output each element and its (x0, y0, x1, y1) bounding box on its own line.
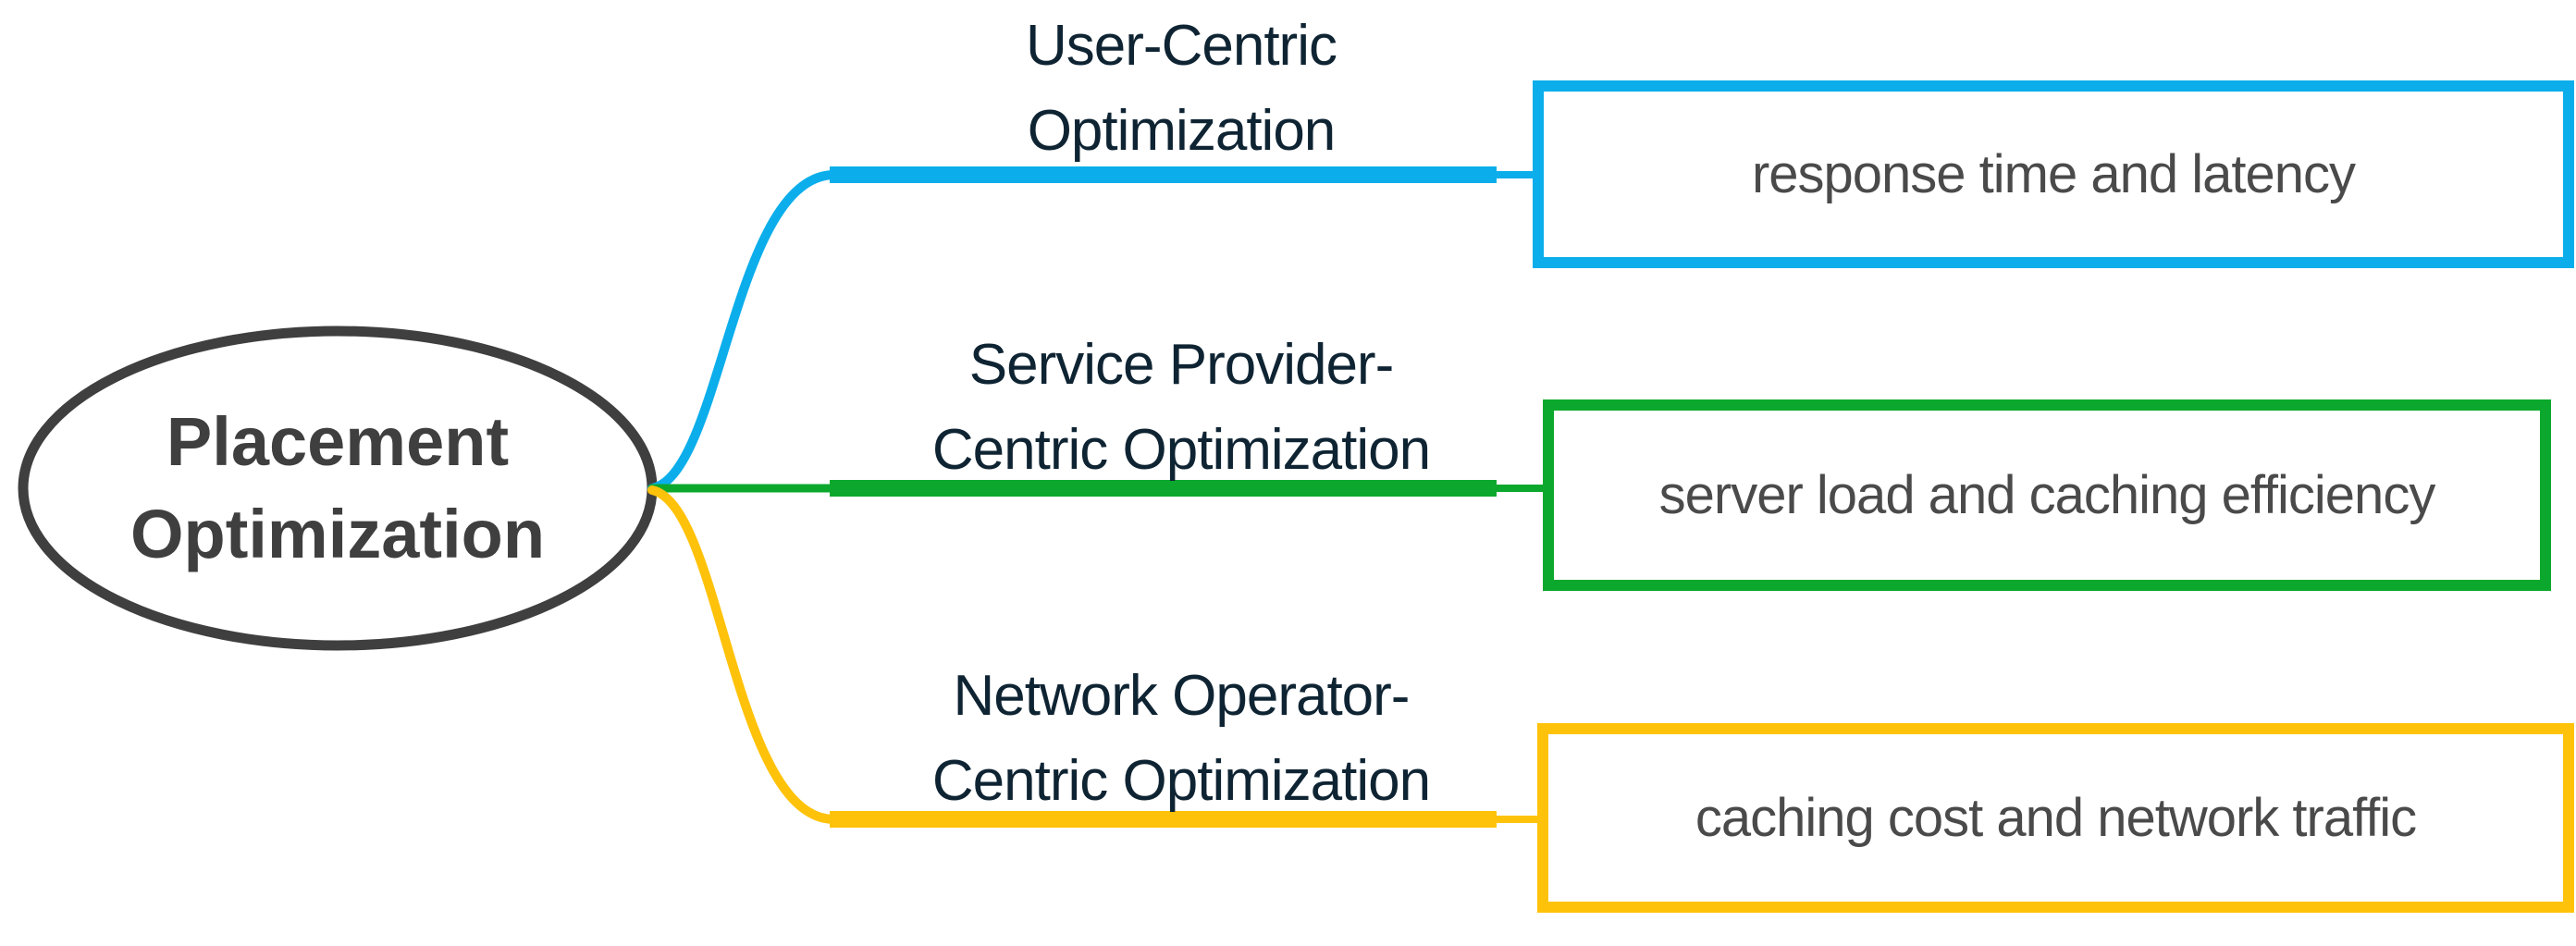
branch-label-network-operator-centric: Network Operator- Centric Optimization (931, 664, 1431, 813)
branch-curve-network-operator (647, 485, 837, 824)
leaf-box-server-load-and-caching-efficiency: server load and caching efficiency (1543, 399, 2551, 591)
leaf-label-server-load-and-caching-efficiency: server load and caching efficiency (1658, 465, 2436, 525)
leaf-label-caching-cost-and-network-traffic: caching cost and network traffic (1695, 788, 2417, 848)
root-node-label: Placement Optimization (129, 403, 546, 572)
branch-curve-user-centric (647, 170, 837, 493)
leaf-box-caching-cost-and-network-traffic: caching cost and network traffic (1537, 723, 2574, 913)
leaf-label-response-time-and-latency: response time and latency (1751, 144, 2356, 204)
branch-label-user-centric: User-Centric Optimization (1026, 14, 1337, 163)
leaf-box-response-time-and-latency: response time and latency (1533, 80, 2574, 268)
branch-label-service-provider-centric: Service Provider- Centric Optimization (931, 333, 1431, 482)
